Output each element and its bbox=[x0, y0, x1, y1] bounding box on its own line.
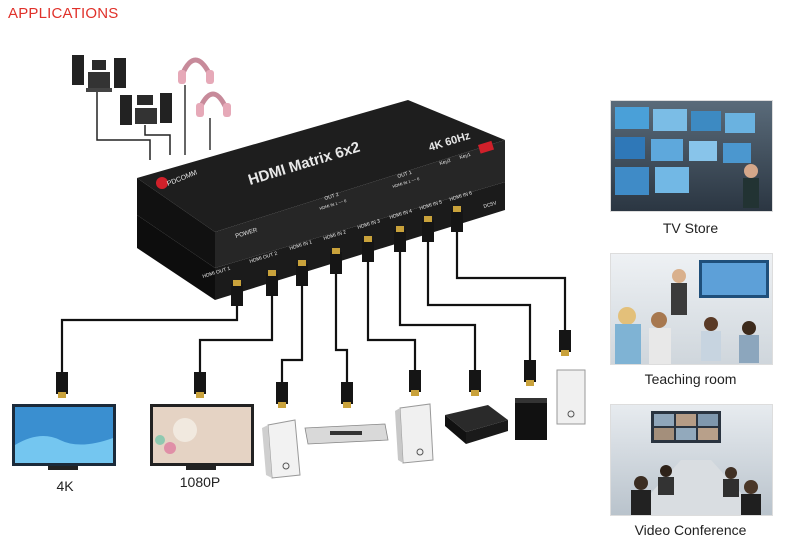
tv-store-photo bbox=[610, 100, 773, 212]
key1-label: Key1 bbox=[459, 152, 472, 161]
video-conference-photo bbox=[610, 404, 773, 516]
tv-4k-icon bbox=[12, 404, 116, 470]
set-top-box-icon bbox=[445, 405, 508, 444]
dip-switch-icon bbox=[478, 140, 495, 154]
hdmi-plug-icons bbox=[56, 206, 571, 408]
tv-store-caption: TV Store bbox=[662, 220, 719, 236]
teaching-room-caption: Teaching room bbox=[644, 371, 737, 387]
matrix-connection-diagram: PDCOMM HDMI Matrix 6x2 4K 60Hz POWER OUT… bbox=[12, 55, 586, 479]
tv-1080p-icon bbox=[150, 404, 254, 470]
tv-1080p-caption: 1080P bbox=[179, 474, 221, 490]
key2-label: Key2 bbox=[439, 158, 452, 167]
dc-label: DC5V bbox=[483, 200, 498, 210]
out1-label: OUT 1 bbox=[397, 170, 413, 180]
hdmi-matrix-device bbox=[137, 100, 505, 300]
video-conference-caption: Video Conference bbox=[634, 522, 747, 538]
dvd-player-icon bbox=[304, 423, 389, 445]
game-console-icon bbox=[515, 398, 547, 440]
pc-tower-icon bbox=[262, 419, 301, 479]
brand-logo-icon bbox=[156, 177, 168, 189]
out2-label: OUT 2 bbox=[324, 192, 340, 202]
hdmi-cables bbox=[60, 230, 567, 385]
teaching-room-photo bbox=[610, 253, 773, 365]
surround-speaker-icon bbox=[72, 55, 172, 125]
tv-4k-caption: 4K bbox=[56, 478, 74, 494]
page-title: APPLICATIONS bbox=[8, 5, 119, 22]
pc-tower-icon bbox=[556, 369, 586, 425]
headphones-icon bbox=[178, 57, 231, 117]
pc-tower-icon bbox=[395, 403, 434, 464]
